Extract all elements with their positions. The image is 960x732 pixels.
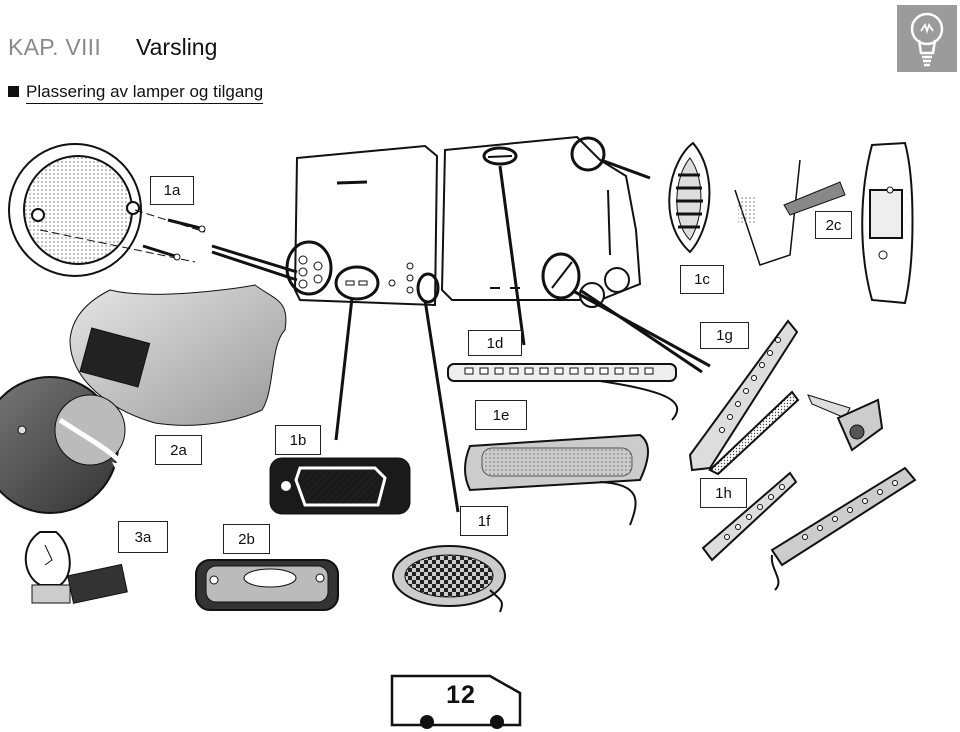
caravan-side [416, 135, 642, 308]
caravan-rear [285, 144, 439, 307]
callout-1c: 1c [680, 265, 724, 294]
oval-reversing-lamp [392, 545, 506, 613]
caravan-page-icon [390, 674, 522, 729]
callout-1b: 1b [275, 425, 321, 455]
callout-1g: 1g [700, 322, 749, 349]
led-side-strip-1h [701, 466, 917, 591]
license-plate-light [269, 457, 411, 515]
third-brake-light [464, 433, 649, 526]
high-brake-light-strip [447, 363, 679, 421]
license-light-open [195, 559, 339, 611]
callout-2b: 2b [223, 524, 270, 554]
callout-2c: 2c [815, 211, 852, 239]
callout-2a: 2a [155, 435, 202, 465]
callout-1f: 1f [460, 506, 508, 536]
bullet-square-icon [8, 86, 19, 97]
chapter-label: KAP. VIII [8, 34, 102, 60]
round-rear-lamp [8, 143, 206, 277]
marker-access-detail [734, 141, 914, 305]
section-heading-text: Plassering av lamper og tilgang [26, 82, 264, 104]
pointer-lines [211, 158, 711, 513]
callout-3a: 3a [118, 521, 168, 553]
callout-1e: 1e [475, 400, 527, 430]
led-side-strip-1g [688, 319, 884, 476]
side-marker-lamp [668, 141, 711, 254]
callout-1d: 1d [468, 330, 522, 356]
callout-1h: 1h [700, 478, 747, 508]
callout-1a: 1a [150, 176, 194, 205]
lamp-cover-panel [0, 284, 287, 514]
page-title: Varsling [136, 34, 218, 60]
page-number: 12 [446, 681, 476, 709]
section-heading: Plassering av lamper og tilgang [8, 82, 264, 104]
lightbulb-icon [897, 5, 957, 72]
bulb-and-socket [24, 531, 128, 604]
